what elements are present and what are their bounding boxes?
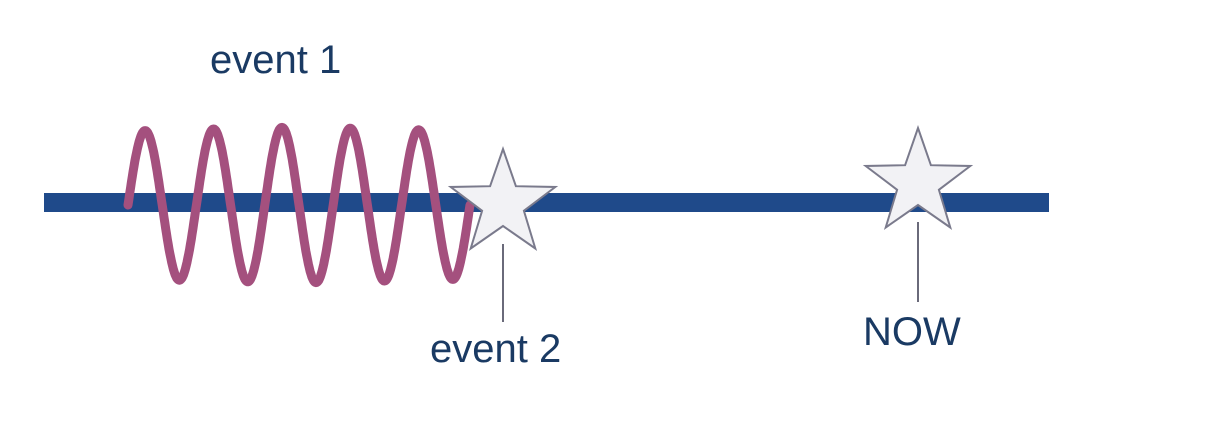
event-1-wave [123,122,475,288]
now-label: NOW [863,310,961,354]
event-1-label: event 1 [210,38,341,82]
event-2-label: event 2 [430,327,561,371]
now-star-icon [862,124,974,230]
event-2-star-icon [447,145,559,251]
